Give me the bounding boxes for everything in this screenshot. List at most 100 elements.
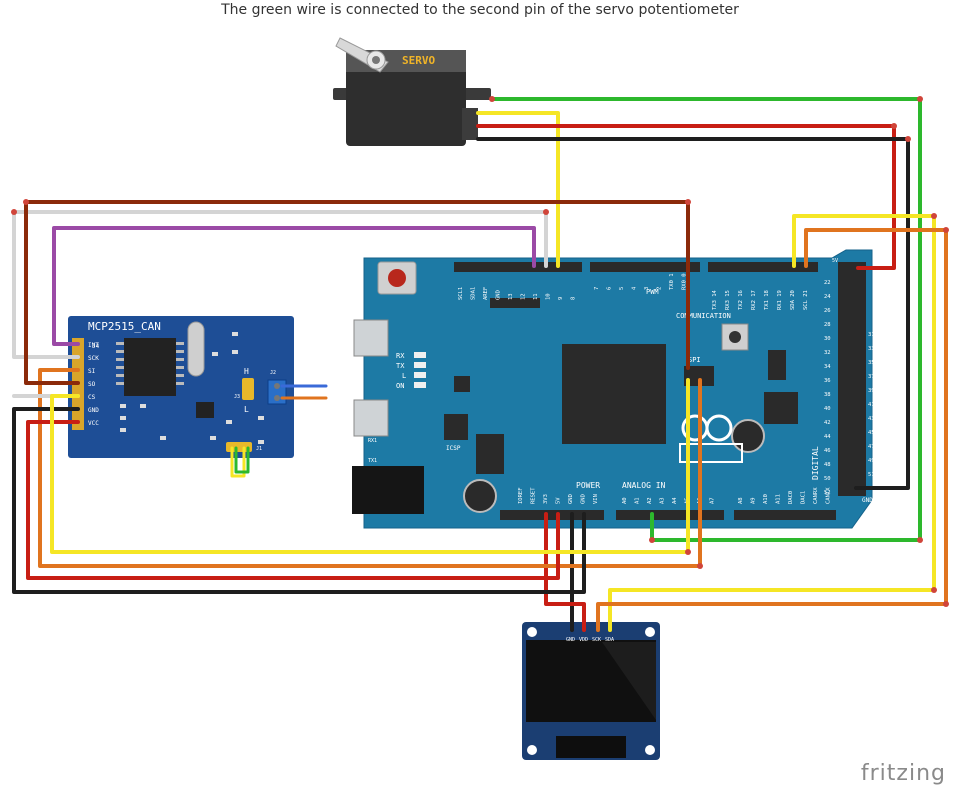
wire-can-int-purple[interactable] (52, 226, 536, 346)
pin-label: CANRX (813, 487, 819, 504)
led-tx-label: TX (396, 362, 405, 370)
pin-label: 31 (868, 332, 875, 338)
pin-label: CANTX (826, 487, 832, 504)
wire-oled-sck-orange[interactable] (596, 228, 948, 632)
pin-label: 49 (868, 458, 875, 464)
header-digital-mid (590, 262, 700, 272)
pin-label: 38 (824, 392, 831, 398)
pin-label: 3 (644, 287, 650, 290)
header-power (500, 510, 604, 520)
pin-label: 42 (824, 420, 831, 426)
jumper-h-label: H (244, 367, 249, 376)
servo-label: SERVO (402, 54, 435, 67)
wire-j1-green[interactable] (234, 446, 250, 474)
wire-servo-yellow[interactable] (476, 111, 560, 268)
pin-label: 44 (824, 434, 831, 440)
wire-can-yellow[interactable] (50, 378, 690, 554)
pin-label: 13 (508, 293, 514, 300)
mcp2515-can-module[interactable]: MCP2515_CAN J4 H L J3 J2 J1 (68, 316, 294, 458)
pin-label: 43 (868, 416, 875, 422)
header-gnd-label: GND (862, 497, 873, 504)
wire-j1-yellow[interactable] (230, 446, 246, 478)
pin-label: 52 (824, 490, 831, 496)
pin-label: 36 (824, 378, 831, 384)
j4-label: J4 (92, 343, 100, 350)
wire-endpoints (11, 96, 949, 607)
can-pin-gnd: GND (88, 407, 99, 414)
pin-label: 47 (868, 444, 875, 450)
pin-label: 12 (521, 293, 527, 300)
pin-label: 41 (868, 402, 875, 408)
pin-label: 40 (824, 406, 831, 412)
pin-label: 28 (824, 322, 831, 328)
pin-label: 33 (868, 346, 875, 352)
wire-can-vcc-red[interactable] (26, 420, 560, 580)
header-digital-double (838, 262, 866, 496)
pin-label: 26 (824, 308, 831, 314)
pin-label: A8 (738, 497, 744, 504)
pin-label: 3V3 (543, 494, 549, 504)
pin-label: A10 (763, 494, 769, 504)
can-pin-vcc: VCC (88, 420, 99, 427)
digital-label: DIGITAL (811, 446, 820, 480)
arduino-due-board[interactable]: RX TX L ON RX1 TX1 ICSP SPI PWM COMMUNIC… (352, 249, 875, 529)
pin-label: 9 (558, 297, 564, 300)
wire-can-gnd-black[interactable] (12, 407, 586, 594)
pin-label: 35 (868, 360, 875, 366)
pin-label: 45 (868, 430, 875, 436)
spi-label: SPI (688, 356, 701, 364)
pin-label: RX3 15 (725, 290, 731, 310)
pin-label: A0 (622, 497, 628, 504)
communication-label: COMMUNICATION (676, 312, 731, 320)
can-pin-si: SI (88, 368, 96, 375)
header-analog (616, 510, 724, 520)
pin-label: 22 (824, 280, 831, 286)
j2-label: J2 (270, 370, 276, 376)
wire-servo-black[interactable] (476, 137, 910, 490)
header-5v-label: 5V (832, 258, 838, 264)
wires (12, 97, 948, 632)
can-pin-so: SO (88, 381, 96, 388)
power-label: POWER (576, 481, 600, 490)
can-pin-int: INT (88, 342, 99, 349)
pin-label: AREF (483, 287, 489, 300)
pin-label: TX0 1 (669, 273, 675, 290)
pin-label: GND (496, 290, 502, 300)
pin-label: GND (568, 494, 574, 504)
oled-pin-sck: SCK (592, 637, 601, 643)
wire-oled-vdd-red[interactable] (544, 512, 586, 632)
led-on-label: ON (396, 382, 404, 390)
pin-label: TX3 14 (712, 289, 718, 310)
wire-can-si-orange[interactable] (38, 368, 702, 568)
pin-label: DAC1 (801, 491, 807, 504)
pin-label: TX2 16 (738, 290, 744, 310)
pin-label: 32 (824, 350, 831, 356)
pin-label: DAC0 (788, 491, 794, 504)
pin-label: 10 (546, 293, 552, 300)
oled-display[interactable]: GND VDD SCK SDA (522, 622, 660, 760)
pin-label: 50 (824, 476, 831, 482)
pin-label: 4 (632, 286, 638, 290)
led-rx-label: RX (396, 352, 405, 360)
pin-label: A1 (635, 497, 641, 504)
oled-pin-labels: GND VDD SCK SDA (566, 637, 614, 643)
wire-servo-red[interactable] (476, 124, 896, 270)
pin-label: A11 (776, 494, 782, 504)
header-digital-left (454, 262, 582, 272)
pin-label: 6 (607, 287, 613, 290)
jumper-l-label: L (244, 405, 249, 414)
pin-label: 7 (594, 287, 600, 290)
pin-label: A2 (647, 497, 653, 504)
pin-label: SCL1 (458, 287, 464, 300)
pin-label: VIN (593, 494, 599, 504)
pin-label: GND (581, 494, 587, 504)
pin-label: 37 (868, 374, 875, 380)
servo-motor[interactable]: SERVO (333, 37, 491, 146)
header-digital-right (708, 262, 818, 272)
wire-oled-sda-yellow[interactable] (608, 214, 936, 632)
oled-pin-gnd: GND (566, 637, 575, 643)
